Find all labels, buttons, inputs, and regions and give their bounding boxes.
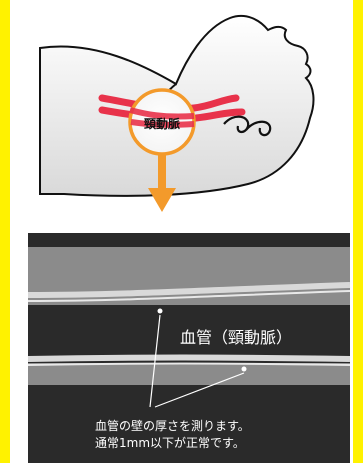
- ear-icon: [223, 115, 272, 137]
- measurement-marker-top: [157, 308, 163, 314]
- pointer-lines: [149, 314, 245, 408]
- carotid-callout-label: 頸動脈: [144, 116, 180, 131]
- vessel-label: 血管（頸動脈）: [180, 328, 292, 347]
- measurement-note-line2: 通常1mm以下が正常です。: [95, 435, 245, 450]
- ultrasound-image: 血管（頸動脈） 血管の壁の厚さを測ります。 通常1mm以下が正常です。: [27, 233, 351, 463]
- content-panel: 頸動脈 血管（頸動脈） 血管の壁の厚さを測ります。: [10, 0, 353, 463]
- artery-icon: [98, 94, 246, 123]
- neck-illustration: 頸動脈: [39, 14, 315, 212]
- measurement-marker-bottom: [241, 366, 247, 372]
- measurement-note-line1: 血管の壁の厚さを測ります。: [95, 418, 250, 433]
- down-arrow-icon: [148, 154, 176, 212]
